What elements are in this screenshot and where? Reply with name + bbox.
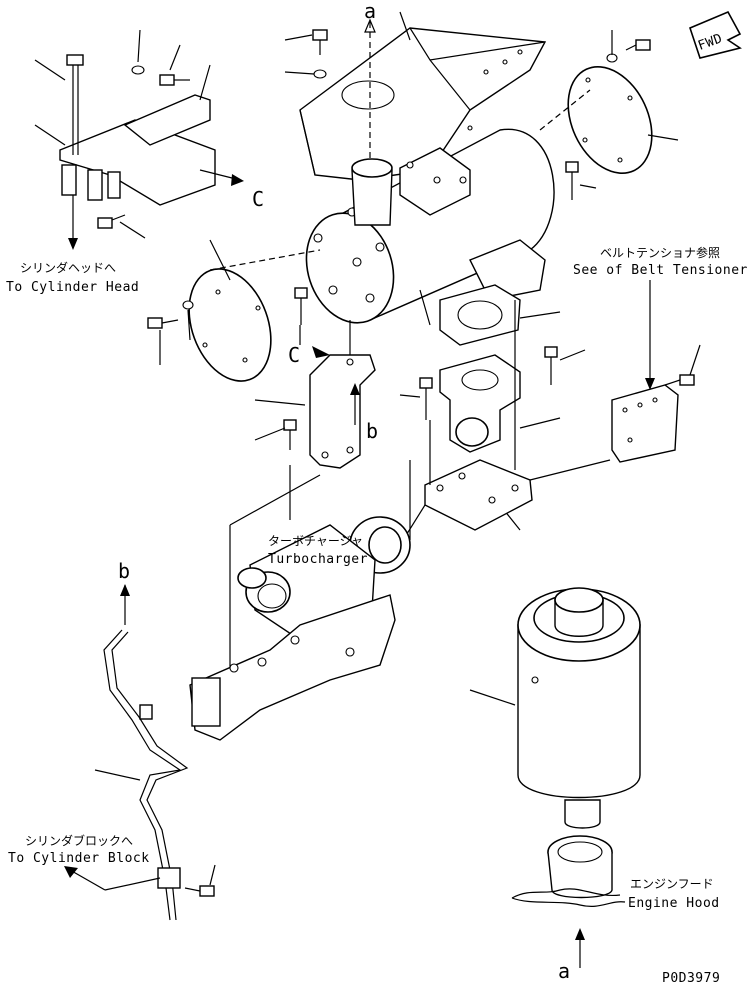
label-c-left: C [288,343,300,367]
washer-icon [131,53,618,310]
hood-jp: エンジンフード [630,877,714,891]
air-cleaner [517,587,641,829]
label-c-right: C [252,187,264,211]
bracket-assembly-top-left [59,54,216,206]
belt-en: See of Belt Tensioner [573,263,748,278]
label-b-left: b [118,559,130,583]
turbo-en: Turbocharger [268,552,368,567]
muffler [305,128,555,324]
end-plate-right [567,65,653,175]
turbo-jp: ターボチャージャ [268,534,363,548]
label-b-mid: b [366,419,378,443]
cyl-head-jp: シリンダヘッドへ [20,260,116,275]
cyl-head-en: To Cylinder Head [6,280,139,295]
drain-pipe [103,629,189,921]
belt-tensioner-bracket [611,384,679,463]
label-a-top: a [364,0,376,23]
hood-en: Engine Hood [628,896,720,911]
intake-pipe [511,835,626,907]
leader-lines [34,11,701,886]
bolt-icon [97,29,695,897]
label-a-bottom: a [558,959,570,983]
turbo-mounting-plate [424,459,533,531]
muffler-support-bracket [309,354,376,469]
end-plate-left [188,268,272,382]
exhaust-elbow [439,354,521,453]
heat-shield [299,27,547,181]
gasket [439,284,521,346]
cyl-block-jp: シリンダブロックへ [25,833,133,848]
belt-jp: ベルトテンショナ参照 [600,245,720,260]
exhaust-manifold [189,594,396,741]
cyl-block-en: To Cylinder Block [8,851,150,866]
fwd-arrow-icon: FWD [689,10,742,59]
drawing-number: P0D3979 [662,971,720,986]
